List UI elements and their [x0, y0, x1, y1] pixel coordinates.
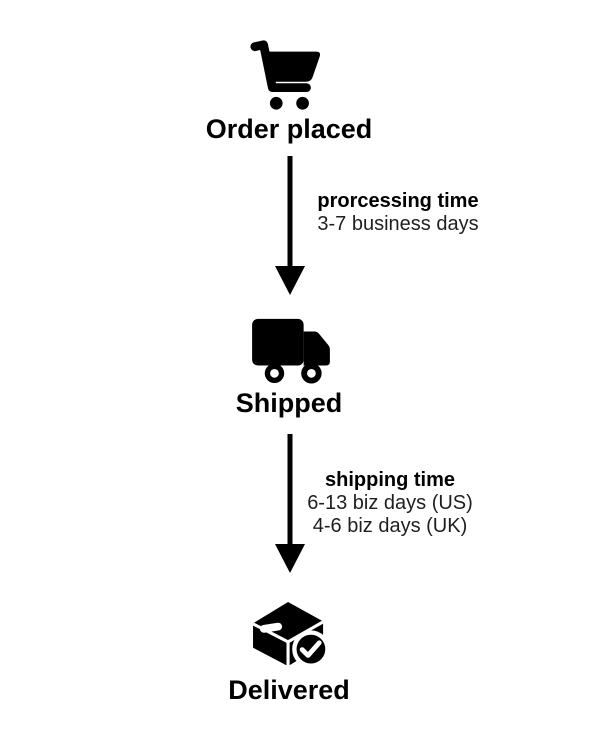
truck-wheel-left-hub — [270, 368, 279, 378]
transition-shipping-detail-us: 6-13 biz days (US) — [307, 492, 473, 514]
package-label-slot — [259, 622, 283, 633]
transition-shipping-title: shipping time — [325, 469, 455, 491]
truck-cargo-box — [252, 318, 304, 366]
shopping-cart-icon-svg — [250, 40, 321, 110]
delivery-truck-icon-svg — [252, 318, 330, 384]
cart-basket — [266, 51, 321, 82]
transition-processing-detail: 3-7 business days — [317, 213, 479, 235]
truck-wheel-right-hub — [307, 368, 316, 378]
step-label-shipped: Shipped — [235, 388, 343, 418]
cart-handle-and-bar — [250, 40, 311, 93]
transition-processing: prorcessing time 3-7 business days — [316, 190, 480, 236]
cart-wheel-left — [269, 96, 283, 110]
delivery-truck-icon — [250, 315, 332, 390]
arrow-head — [275, 544, 305, 573]
transition-processing-title: prorcessing time — [317, 190, 479, 212]
truck-cab — [303, 331, 330, 366]
step-label-order-placed: Order placed — [205, 114, 373, 144]
step-label-delivered: Delivered — [228, 675, 350, 705]
down-arrow-processing — [275, 156, 305, 295]
check-mark — [299, 640, 322, 658]
transition-shipping: shipping time 6-13 biz days (US) 4-6 biz… — [302, 469, 478, 538]
down-arrow-shipping — [275, 434, 305, 573]
cart-wheel-right — [296, 96, 309, 110]
package-delivered-icon — [251, 600, 330, 677]
package-delivered-icon-svg — [252, 601, 330, 668]
transition-shipping-detail-uk: 4-6 biz days (UK) — [312, 515, 468, 537]
shopping-cart-icon — [247, 35, 325, 118]
arrow-head — [275, 266, 305, 295]
